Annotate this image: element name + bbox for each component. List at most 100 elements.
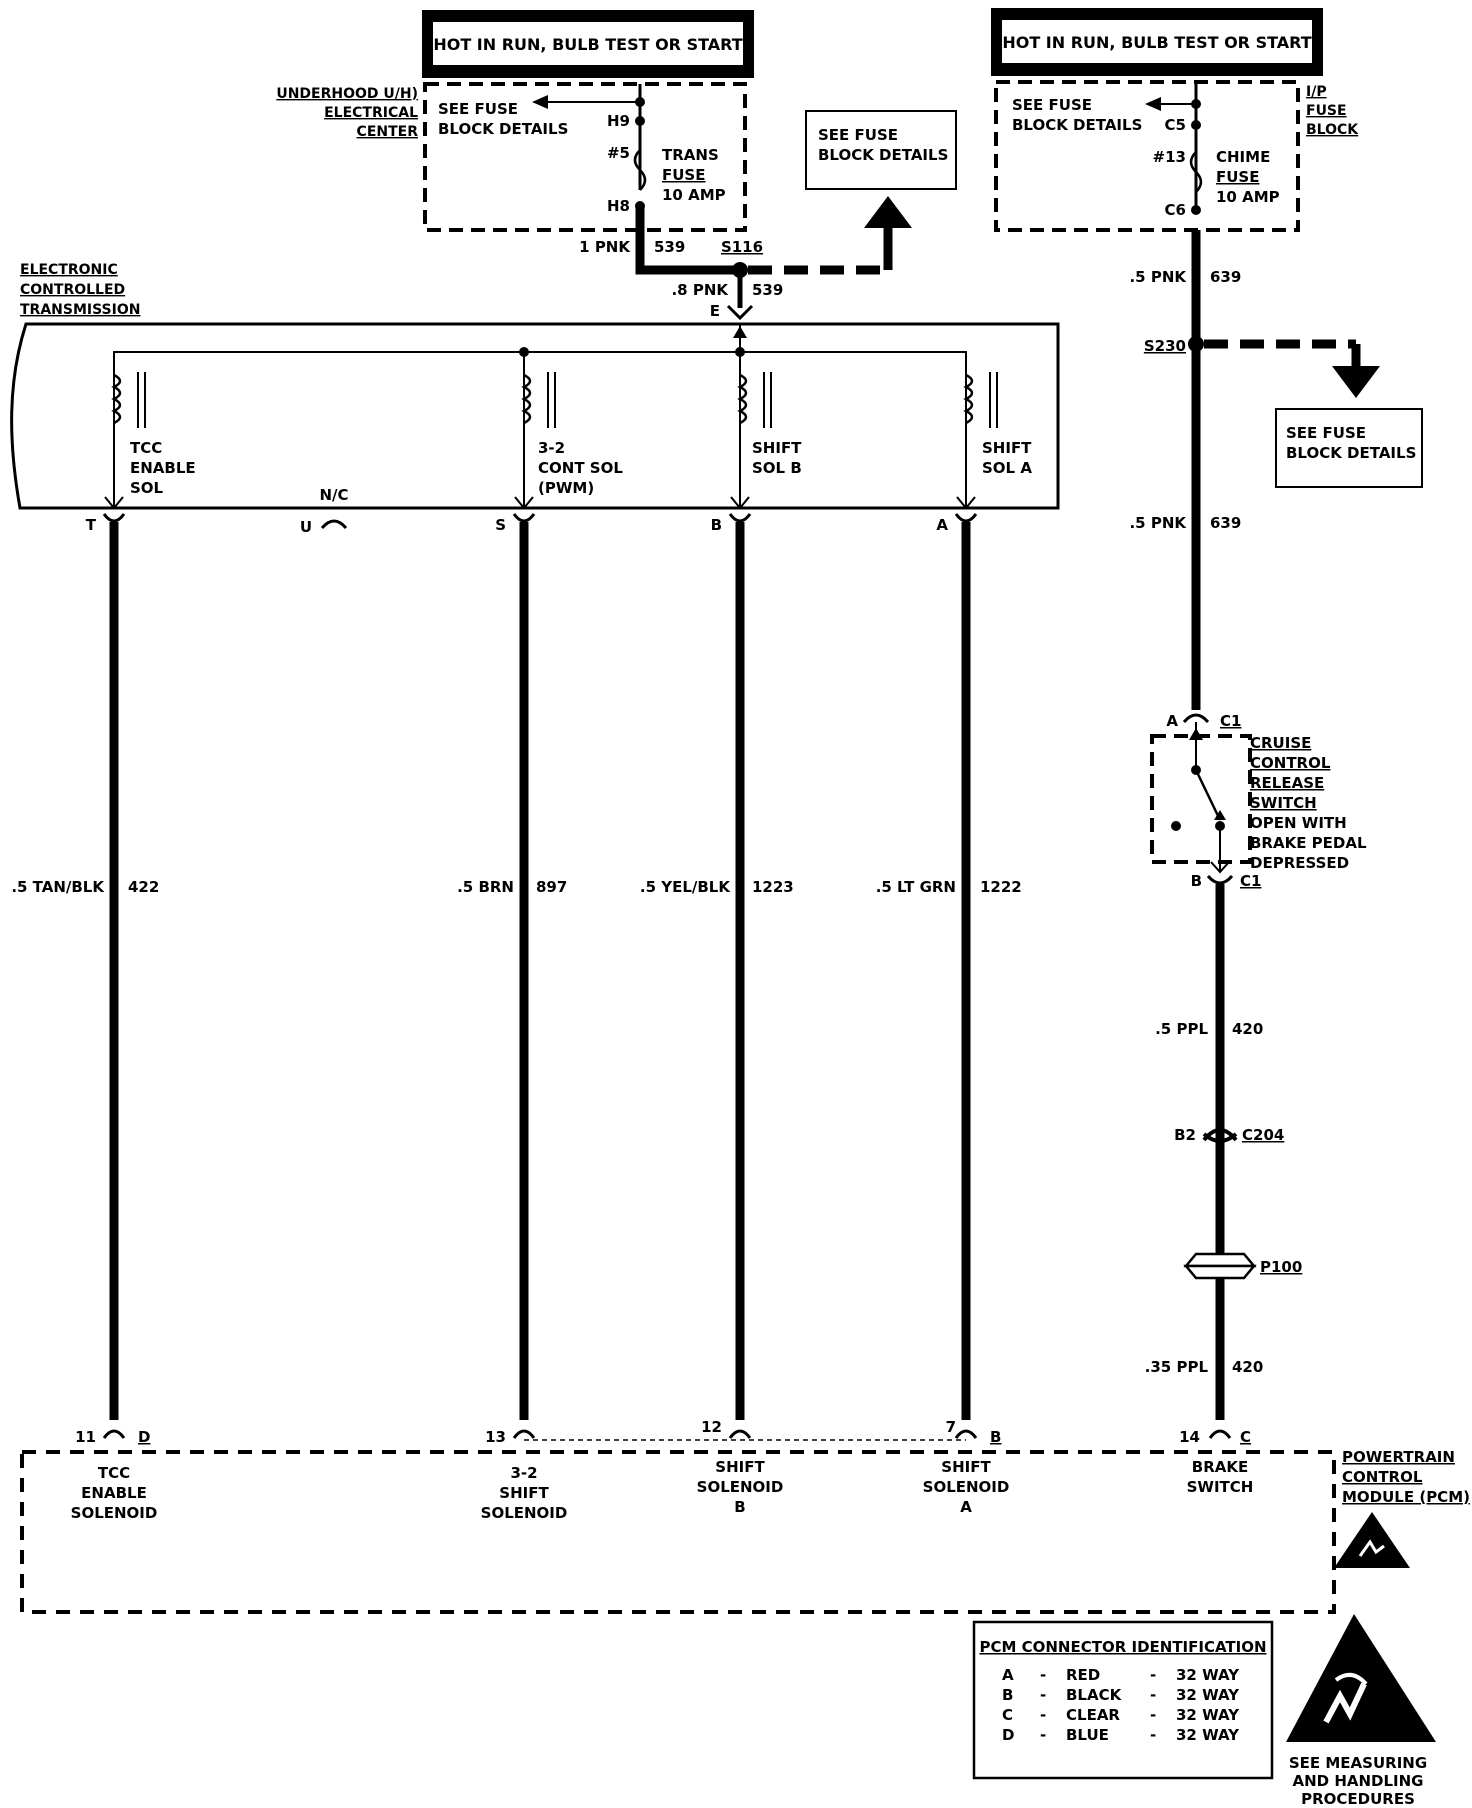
pcm-pin-7-name-3: A (960, 1498, 972, 1516)
uh-see-fuse-line2: BLOCK DETAILS (438, 120, 568, 138)
trans-pin-a: A (936, 516, 948, 534)
splice-s116-label: S116 (721, 238, 763, 256)
pcm-pin-11-name-3: SOLENOID (71, 1504, 158, 1522)
wire-420-circuit-a: 420 (1232, 1020, 1263, 1038)
left-power-header-text: HOT IN RUN, BULB TEST OR START (433, 35, 742, 54)
conn-id-title: PCM CONNECTOR IDENTIFICATION (979, 1638, 1266, 1656)
p100-label: P100 (1260, 1258, 1302, 1276)
chime-fuse-line1: CHIME (1216, 148, 1270, 166)
wire-1222-sola: .5 LT GRN 1222 (876, 522, 1022, 1420)
uh-see-fuse-line1: SEE FUSE (438, 100, 518, 118)
splice-s230: S230 SEE FUSE BLOCK DETAILS (1144, 336, 1423, 488)
ip-label-line2: FUSE (1306, 103, 1347, 119)
down-arrow-icon (1332, 366, 1380, 398)
wire-1223-circuit: 1223 (752, 878, 794, 896)
conn-id-row-a-dash1: - (1040, 1666, 1046, 1684)
esd-small-icon (1334, 1512, 1410, 1568)
solenoid-tcc: TCC ENABLE SOL (111, 372, 196, 497)
trans-label-line3: TRANSMISSION (20, 302, 140, 318)
trans-fuse-number: #5 (607, 144, 630, 162)
pcm-pin-11-name-1: TCC (98, 1464, 130, 1482)
esd-note: SEE MEASURING AND HANDLING PROCEDURES (1289, 1754, 1427, 1808)
trans-fuse-line1: TRANS (662, 146, 719, 164)
trans-pin-s: S (495, 516, 506, 534)
connector-c204: B2 C204 (1174, 1126, 1284, 1144)
solenoid-shift-b: SHIFT SOL B (737, 372, 802, 477)
conn-id-row-b-letter: B (1002, 1686, 1013, 1704)
sol-b-line1: SHIFT (752, 439, 802, 457)
conn-id-row-c-dash2: - (1150, 1706, 1156, 1724)
chime-fuse-line2: FUSE (1216, 168, 1259, 186)
right-power-header-text: HOT IN RUN, BULB TEST OR START (1002, 33, 1311, 52)
transmission-housing (10, 322, 1060, 510)
cruise-note-line3: DEPRESSED (1250, 854, 1349, 872)
trans-pin-t: T (86, 516, 97, 534)
fuse-terminal-h9: H9 (607, 112, 630, 130)
conn-id-row-d-size: 32 WAY (1176, 1726, 1240, 1744)
ip-fuse-block: I/P FUSE BLOCK SEE FUSE BLOCK DETAILS C5… (994, 80, 1359, 232)
conn-id-row-d-letter: D (1002, 1726, 1014, 1744)
esd-note-line3: PROCEDURES (1301, 1790, 1415, 1808)
sol-cont-line3: (PWM) (538, 479, 594, 497)
pcm-connector-id-table: PCM CONNECTOR IDENTIFICATION A - RED - 3… (972, 1620, 1274, 1780)
conn-id-row-c-color: CLEAR (1066, 1706, 1120, 1724)
splice-s116: S116 (721, 196, 912, 278)
trans-fuse-line2: FUSE (662, 166, 705, 184)
c204-pin: B2 (1174, 1126, 1196, 1144)
pcm-pin-14-name-1: BRAKE (1192, 1458, 1248, 1476)
conn-id-row-d-dash1: - (1040, 1726, 1046, 1744)
sol-cont-line1: 3-2 (538, 439, 565, 457)
cruise-note-line1: OPEN WITH (1250, 814, 1347, 832)
see-fuse-box-middle: SEE FUSE BLOCK DETAILS (805, 110, 957, 190)
cruise-pin-b: B (1191, 872, 1202, 890)
cruise-pin-a: A (1166, 712, 1178, 730)
cruise-conn-bottom: C1 (1240, 872, 1261, 890)
trans-label-line1: ELECTRONIC (20, 262, 118, 278)
wire-897-circuit: 897 (536, 878, 567, 896)
esd-note-line2: AND HANDLING (1292, 1772, 1423, 1790)
pcm-pin-13-name-1: 3-2 (510, 1464, 537, 1482)
wire-420-label-b: .35 PPL (1145, 1358, 1209, 1376)
wire-639-label-a: .5 PNK (1129, 268, 1187, 286)
pcm-pin-13-name-3: SOLENOID (481, 1504, 568, 1522)
right-power-header: HOT IN RUN, BULB TEST OR START (991, 8, 1323, 76)
sol-a-line2: SOL A (982, 459, 1032, 477)
trans-pin-u: U (300, 518, 312, 536)
wire-422-label: .5 TAN/BLK (11, 878, 105, 896)
pcm-pin-11-name-2: ENABLE (81, 1484, 147, 1502)
pcm-pin-12-num: 12 (701, 1418, 722, 1436)
sol-tcc-line1: TCC (130, 439, 162, 457)
pcm-pin-13: 13 3-2 SHIFT SOLENOID (481, 1428, 568, 1522)
trans-pin-b: B (711, 516, 722, 534)
trans-label-line2: CONTROLLED (20, 282, 125, 298)
pcm-pin-7: 7 B SHIFT SOLENOID A (923, 1418, 1010, 1516)
cruise-label-line2: CONTROL (1250, 754, 1331, 772)
wire-897-label: .5 BRN (457, 878, 514, 896)
wire-420-circuit-b: 420 (1232, 1358, 1263, 1376)
fuse-terminal-h8: H8 (607, 197, 630, 215)
pcm-pin-12-name-1: SHIFT (715, 1458, 765, 1476)
pcm-pin-12-name-2: SOLENOID (697, 1478, 784, 1496)
pcm-pin-11-conn: D (138, 1428, 150, 1446)
wire-539-8pnk-label: .8 PNK (671, 281, 729, 299)
pcm-pin-14-num: 14 (1179, 1428, 1200, 1446)
ip-see-fuse-line1: SEE FUSE (1012, 96, 1092, 114)
wire-420-label-a: .5 PPL (1155, 1020, 1208, 1038)
trans-fuse-line3: 10 AMP (662, 186, 726, 204)
sol-tcc-line2: ENABLE (130, 459, 196, 477)
uh-label-line1: UNDERHOOD U/H) (276, 86, 418, 102)
underhood-electrical-center: UNDERHOOD U/H) ELECTRICAL CENTER SEE FUS… (276, 82, 747, 232)
ip-see-fuse-line2: BLOCK DETAILS (1012, 116, 1142, 134)
sol-b-line2: SOL B (752, 459, 802, 477)
wire-420: .5 PPL 420 .35 PPL 420 (1145, 884, 1263, 1420)
s230-see-fuse-line1: SEE FUSE (1286, 424, 1366, 442)
fuse-terminal-c6: C6 (1165, 201, 1186, 219)
wire-1223-solb: .5 YEL/BLK 1223 (640, 522, 794, 1420)
esd-note-line1: SEE MEASURING (1289, 1754, 1427, 1772)
wire-639-label-b: .5 PNK (1129, 514, 1187, 532)
pcm-pin-13-num: 13 (485, 1428, 506, 1446)
wire-1223-label: .5 YEL/BLK (640, 878, 731, 896)
mid-see-fuse-line2: BLOCK DETAILS (818, 146, 948, 164)
wire-539-8pnk: .8 PNK 539 E (671, 270, 783, 321)
pcm-pin-14: 14 C BRAKE SWITCH (1179, 1428, 1253, 1496)
